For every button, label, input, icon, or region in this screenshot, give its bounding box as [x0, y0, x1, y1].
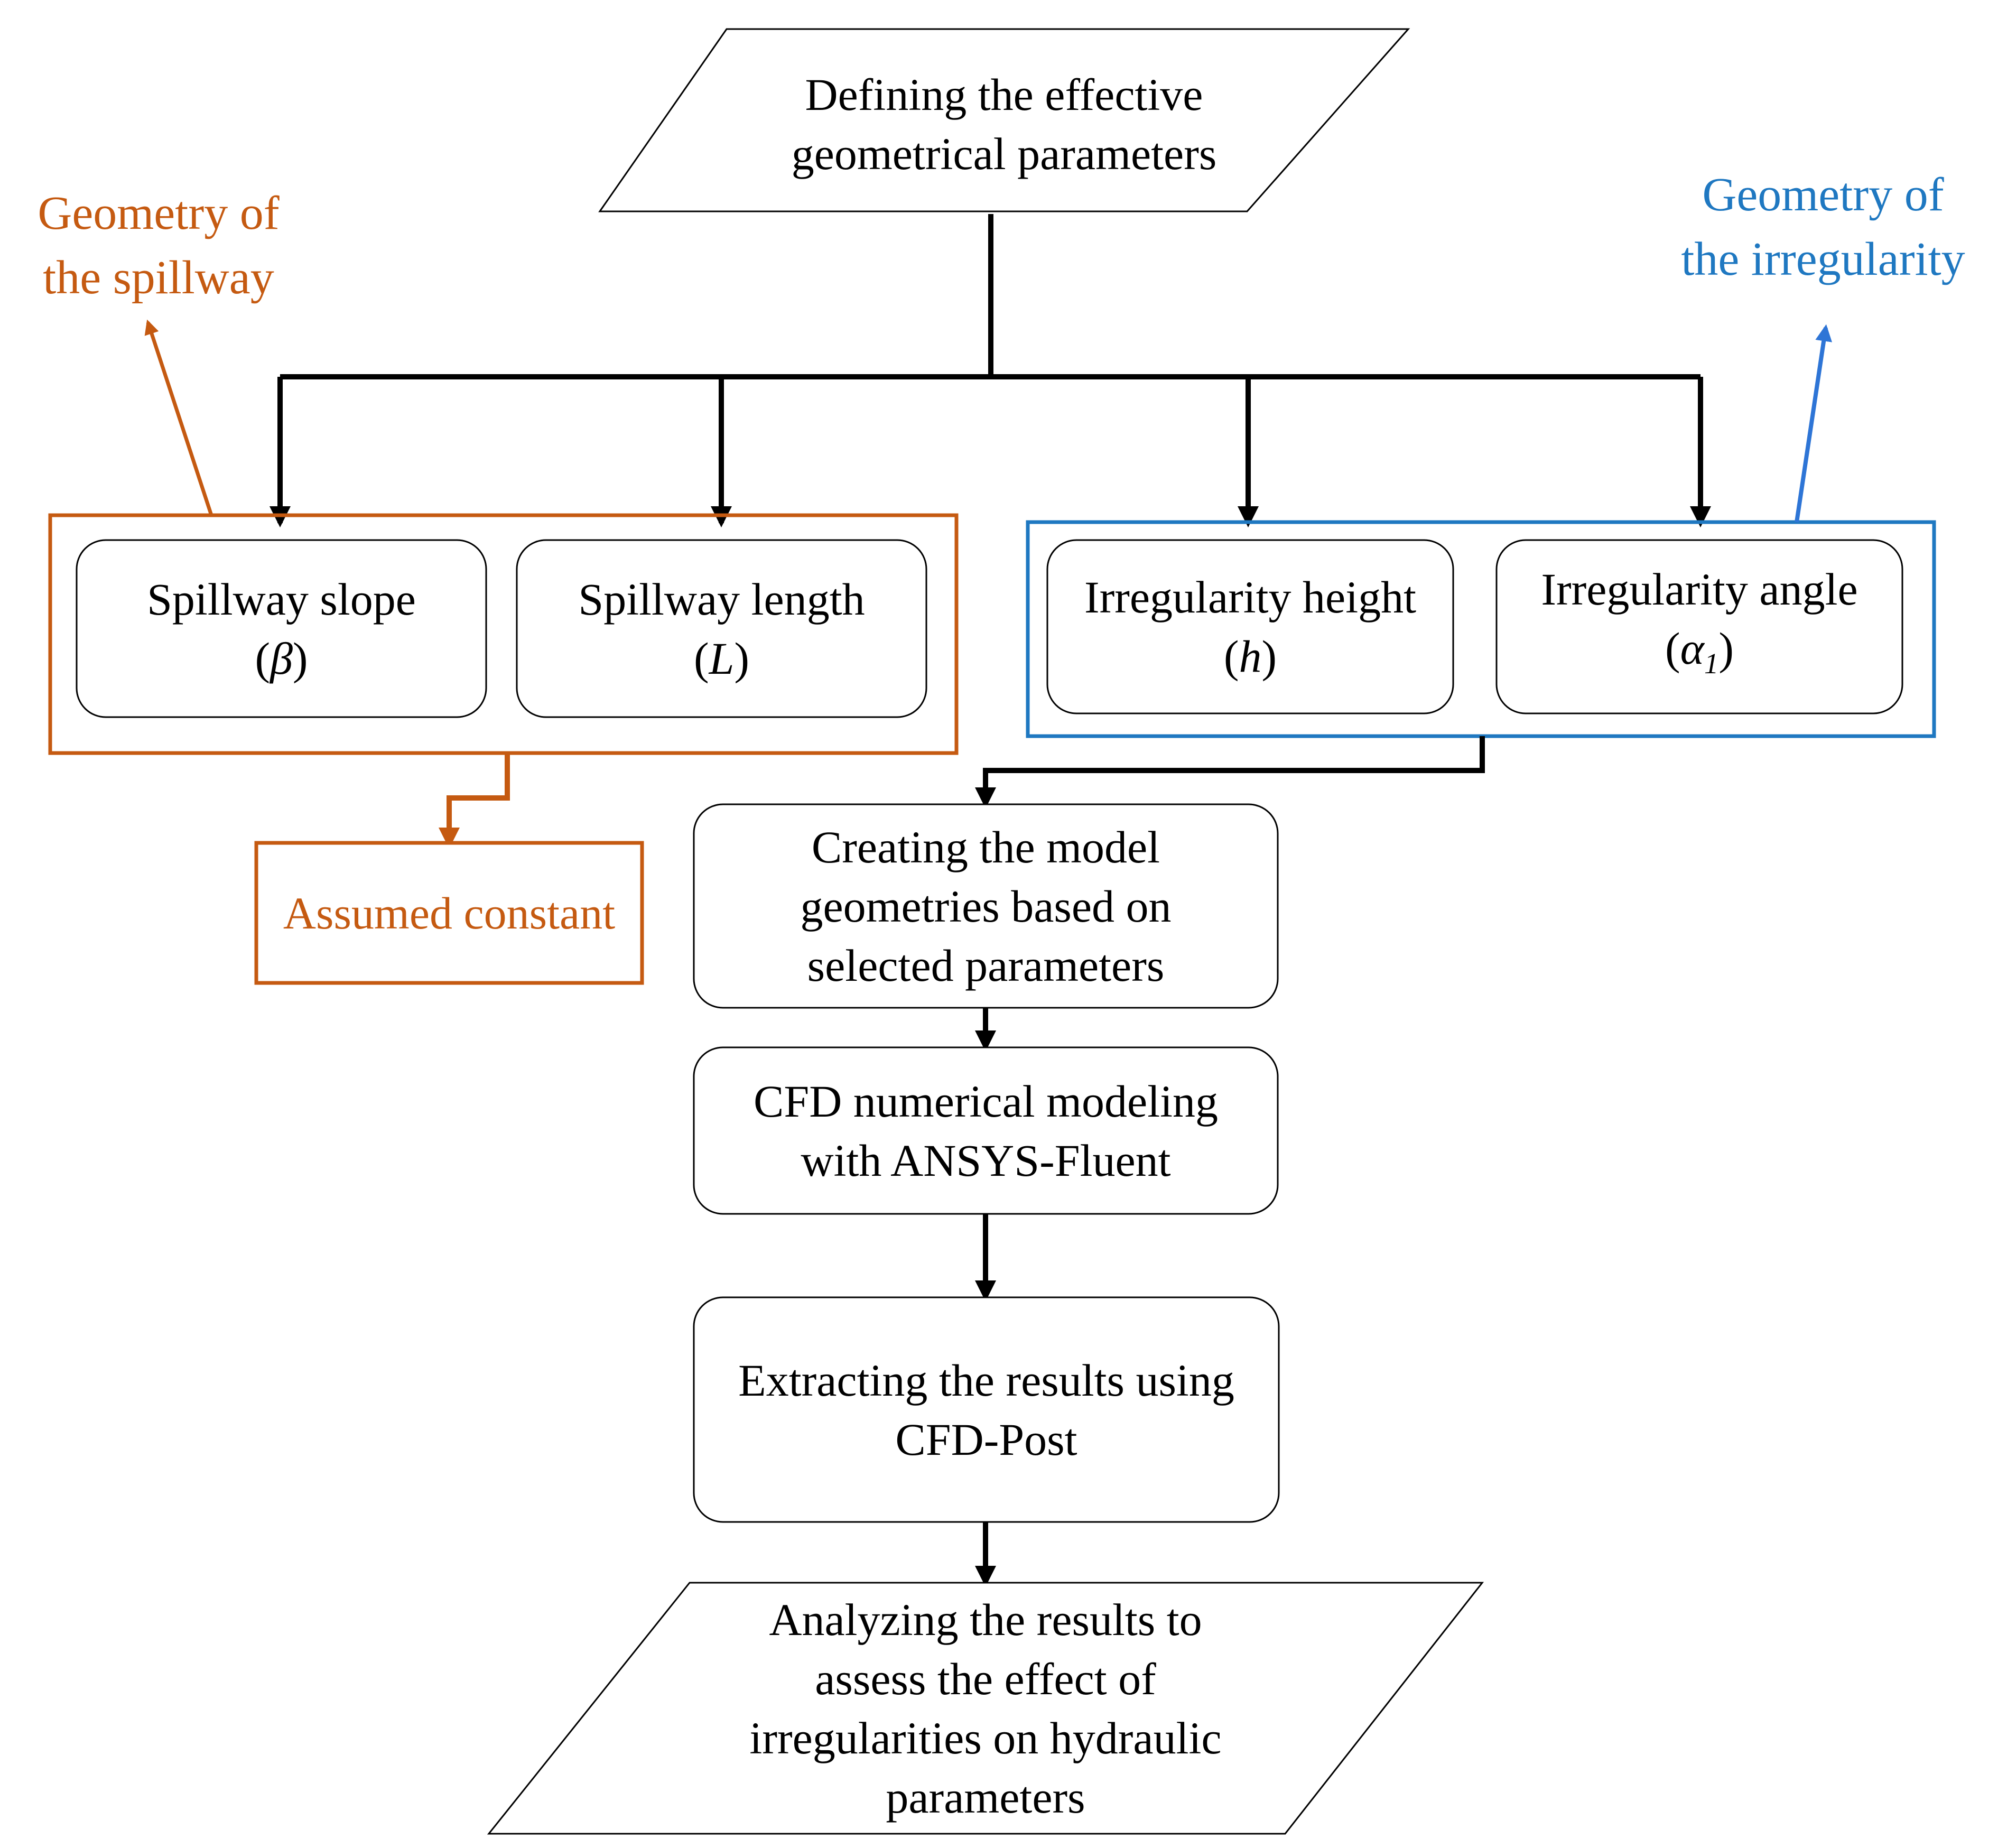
irregularity-group-title-line-1: Geometry of	[1702, 169, 1944, 221]
analyzing-line-1: Analyzing the results to	[769, 1594, 1202, 1645]
defining-line-1: Defining the effective	[805, 69, 1203, 120]
spillway-slope-label: Spillway slope (β)	[77, 540, 486, 717]
spillway-length-label: Spillway length (L)	[517, 540, 926, 717]
cfd-line-1: CFD numerical modeling	[754, 1075, 1218, 1127]
analyzing-line-4: parameters	[886, 1771, 1085, 1823]
spillway-group-title-line-1: Geometry of	[38, 187, 280, 239]
assumed-constant-box	[254, 841, 644, 985]
irregularity-height-box	[1046, 539, 1454, 714]
irregularity-angle-name: Irregularity angle	[1541, 564, 1858, 615]
irregularity-angle-label: Irregularity angle (α1)	[1497, 540, 1902, 713]
assumed-constant-label: Assumed constant	[256, 843, 642, 983]
branch-connectors	[270, 214, 1711, 527]
extracting-line-2: CFD-Post	[895, 1414, 1077, 1465]
spillway-length-name: Spillway length	[578, 573, 865, 625]
analyzing-line-3: irregularities on hydraulic	[749, 1712, 1222, 1763]
spillway-slope-symbol-value: β	[270, 633, 293, 684]
spillway-length-box	[516, 539, 927, 718]
extracting-label: Extracting the results using CFD-Post	[694, 1297, 1279, 1522]
creating-line-2: geometries based on	[800, 880, 1172, 932]
spillway-slope-name: Spillway slope	[147, 573, 416, 625]
assumed-constant-connector	[439, 753, 510, 849]
defining-label: Defining the effective geometrical param…	[687, 61, 1321, 188]
irregularity-angle-symbol: (α1)	[1665, 623, 1734, 680]
spillway-group-box	[48, 513, 959, 755]
spillway-length-symbol-value: L	[709, 633, 735, 684]
irregularity-group-title-line-2: the irregularity	[1681, 233, 1965, 285]
creating-line-3: selected parameters	[807, 940, 1165, 991]
irregularity-angle-symbol-subscript: 1	[1704, 647, 1719, 680]
cfd-label: CFD numerical modeling with ANSYS-Fluent	[694, 1047, 1278, 1214]
creating-line-1: Creating the model	[811, 821, 1160, 872]
spillway-group-title: Geometry of the spillway	[0, 182, 317, 309]
spillway-slope-box	[76, 539, 487, 718]
irregularity-height-symbol-value: h	[1239, 631, 1262, 682]
analyzing-label: Analyzing the results to assess the effe…	[676, 1583, 1295, 1834]
irregularity-angle-symbol-value: α	[1680, 623, 1704, 674]
irregularity-height-label: Irregularity height (h)	[1047, 540, 1453, 713]
irregularity-to-creating-connector	[975, 736, 1485, 809]
cfd-line-2: with ANSYS-Fluent	[801, 1135, 1171, 1186]
defining-parallelogram	[598, 28, 1410, 212]
assumed-constant-text: Assumed constant	[283, 887, 616, 939]
analyzing-line-2: assess the effect of	[815, 1653, 1156, 1704]
defining-line-2: geometrical parameters	[791, 128, 1217, 179]
irregularity-height-name: Irregularity height	[1084, 572, 1417, 623]
irregularity-height-symbol: (h)	[1223, 631, 1277, 682]
irregularity-annotation-arrow	[1795, 324, 1833, 523]
spillway-length-symbol: (L)	[693, 633, 750, 684]
extracting-line-1: Extracting the results using	[738, 1354, 1234, 1406]
irregularity-angle-box	[1495, 539, 1903, 714]
spillway-slope-symbol: (β)	[255, 633, 308, 684]
spillway-annotation-arrow	[144, 319, 213, 516]
spillway-group-title-line-2: the spillway	[43, 252, 274, 304]
creating-label: Creating the model geometries based on s…	[694, 804, 1278, 1008]
analyzing-parallelogram	[487, 1582, 1484, 1835]
irregularity-group-title: Geometry of the irregularity	[1654, 164, 1992, 291]
